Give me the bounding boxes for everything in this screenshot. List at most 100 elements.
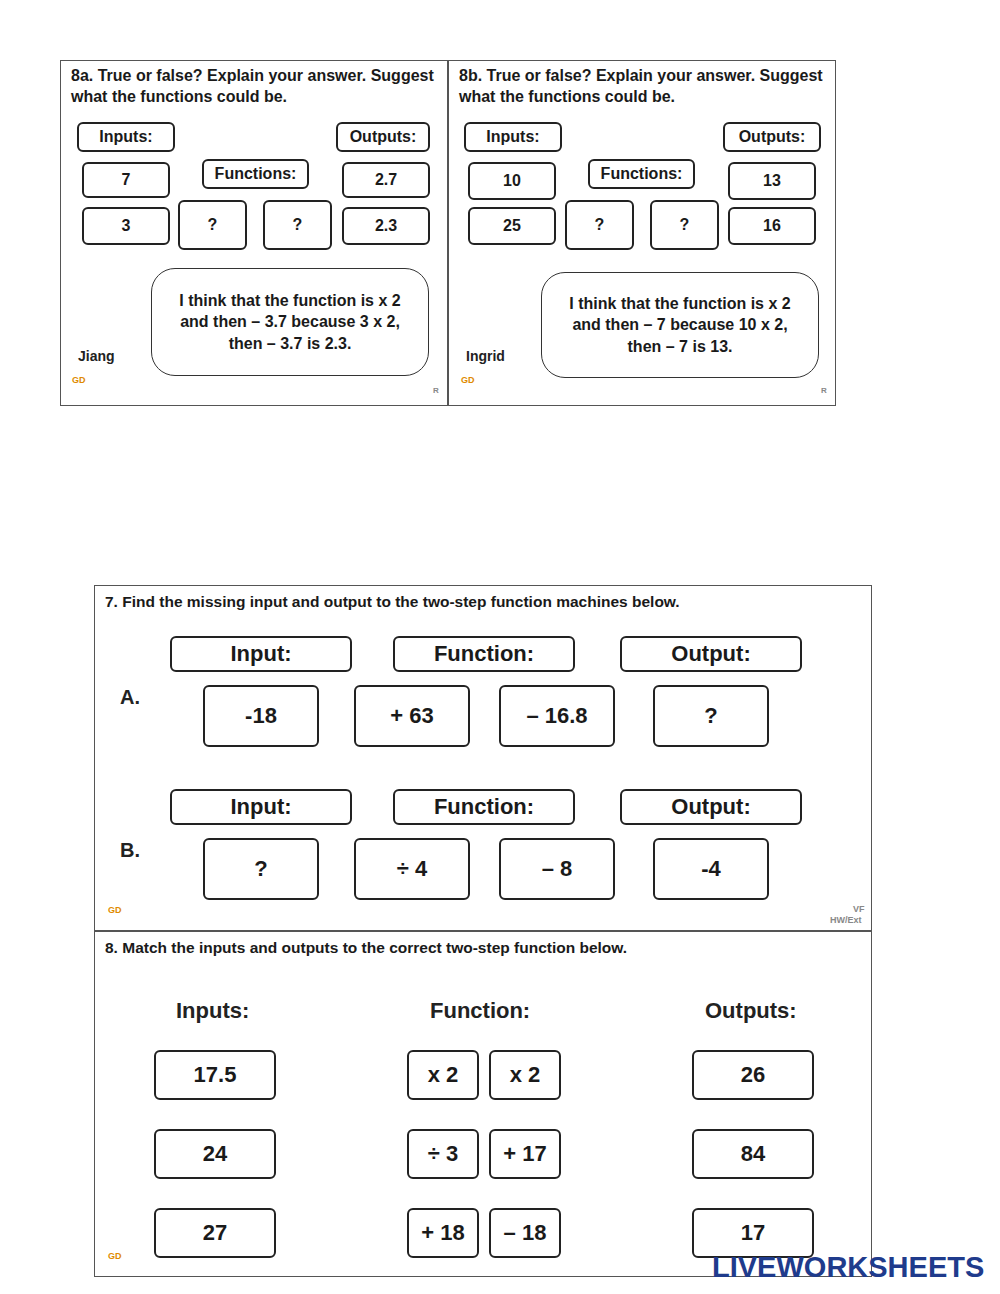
box-label: + 63 xyxy=(390,702,433,731)
value-box: 10 xyxy=(468,162,556,200)
value-box: ? xyxy=(565,200,634,250)
value-box: 13 xyxy=(728,162,816,200)
box-label: ? xyxy=(208,215,218,236)
page-mark: R xyxy=(821,386,827,395)
value-box: + 63 xyxy=(354,685,470,747)
question-card: 8a. True or false? Explain your answer. … xyxy=(60,60,448,406)
value-box: 2.7 xyxy=(342,162,430,198)
header-box: Output: xyxy=(620,789,802,825)
page-mark: HW/Ext xyxy=(830,915,862,925)
box-label: Function: xyxy=(434,793,534,822)
box-label: 17 xyxy=(741,1219,765,1248)
value-box: -4 xyxy=(653,838,769,900)
value-box: ÷ 3 xyxy=(407,1129,479,1179)
box-label: 13 xyxy=(763,171,781,192)
watermark: LIVEWORKSHEETS xyxy=(712,1251,984,1284)
box-label: – 18 xyxy=(504,1219,547,1248)
speech-bubble: I think that the function is x 2 and the… xyxy=(541,272,819,378)
value-box: 2.3 xyxy=(342,207,430,245)
box-label: 2.3 xyxy=(375,216,397,237)
box-label: Functions: xyxy=(215,164,297,185)
box-label: 3 xyxy=(122,216,131,237)
question-panel: 7. Find the missing input and output to … xyxy=(94,585,872,931)
value-box: x 2 xyxy=(407,1050,479,1100)
value-box: 27 xyxy=(154,1208,276,1258)
box-label: Function: xyxy=(434,640,534,669)
value-box: ? xyxy=(650,200,719,250)
value-box: x 2 xyxy=(489,1050,561,1100)
badge-text: GD xyxy=(72,375,86,385)
speech-text: I think that the function is x 2 and the… xyxy=(558,293,802,358)
question-heading: 8. Match the inputs and outputs to the c… xyxy=(105,938,861,958)
box-label: 10 xyxy=(503,171,521,192)
box-label: – 8 xyxy=(542,855,573,884)
box-label: 84 xyxy=(741,1140,765,1169)
value-box: ? xyxy=(653,685,769,747)
column-heading: Outputs: xyxy=(705,998,797,1024)
box-label: Input: xyxy=(230,640,291,669)
box-label: Outputs: xyxy=(739,127,806,148)
box-label: Output: xyxy=(671,793,750,822)
header-box: Input: xyxy=(170,789,352,825)
value-box: -18 xyxy=(203,685,319,747)
box-label: Input: xyxy=(230,793,291,822)
value-box: ? xyxy=(263,200,332,250)
value-box: 24 xyxy=(154,1129,276,1179)
character-name: Ingrid xyxy=(466,348,505,364)
page-mark: VF xyxy=(853,904,865,914)
box-label: 17.5 xyxy=(194,1061,237,1090)
badge-text: GD xyxy=(108,905,122,915)
box-label: 24 xyxy=(203,1140,227,1169)
value-box: + 18 xyxy=(407,1208,479,1258)
value-box: – 16.8 xyxy=(499,685,615,747)
box-label: 26 xyxy=(741,1061,765,1090)
box-label: + 18 xyxy=(421,1219,464,1248)
value-box: ? xyxy=(203,838,319,900)
header-box: Output: xyxy=(620,636,802,672)
header-box: Input: xyxy=(170,636,352,672)
box-label: – 16.8 xyxy=(526,702,587,731)
value-box: – 8 xyxy=(499,838,615,900)
box-label: ? xyxy=(595,215,605,236)
page-mark: R xyxy=(433,386,439,395)
header-box: Outputs: xyxy=(336,122,430,152)
box-label: Output: xyxy=(671,640,750,669)
box-label: Functions: xyxy=(601,164,683,185)
value-box: 25 xyxy=(468,207,556,245)
box-label: ? xyxy=(680,215,690,236)
header-box: Outputs: xyxy=(723,122,821,152)
character-name: Jiang xyxy=(78,348,115,364)
value-box: 17.5 xyxy=(154,1050,276,1100)
box-label: 7 xyxy=(122,170,131,191)
box-label: -4 xyxy=(701,855,721,884)
box-label: 25 xyxy=(503,216,521,237)
box-label: ? xyxy=(704,702,717,731)
row-label: A. xyxy=(120,686,140,709)
badge-text: GD xyxy=(108,1251,122,1261)
box-label: ? xyxy=(254,855,267,884)
value-box: 16 xyxy=(728,207,816,245)
row-label: B. xyxy=(120,839,140,862)
speech-text: I think that the function is x 2 and the… xyxy=(168,290,412,355)
question-card: 8b. True or false? Explain your answer. … xyxy=(448,60,836,406)
value-box: 17 xyxy=(692,1208,814,1258)
box-label: -18 xyxy=(245,702,277,731)
box-label: + 17 xyxy=(503,1140,546,1169)
value-box: – 18 xyxy=(489,1208,561,1258)
value-box: 84 xyxy=(692,1129,814,1179)
question-panel: 8. Match the inputs and outputs to the c… xyxy=(94,931,872,1277)
box-label: ÷ 3 xyxy=(428,1140,458,1169)
box-label: Outputs: xyxy=(350,127,417,148)
header-box: Functions: xyxy=(588,159,695,189)
value-box: ÷ 4 xyxy=(354,838,470,900)
header-box: Functions: xyxy=(202,159,309,189)
value-box: 7 xyxy=(82,162,170,198)
header-box: Inputs: xyxy=(464,122,562,152)
box-label: Inputs: xyxy=(486,127,539,148)
column-heading: Function: xyxy=(430,998,530,1024)
badge-text: GD xyxy=(461,375,475,385)
question-heading: 8b. True or false? Explain your answer. … xyxy=(459,66,825,108)
value-box: ? xyxy=(178,200,247,250)
question-heading: 8a. True or false? Explain your answer. … xyxy=(71,66,437,108)
value-box: + 17 xyxy=(489,1129,561,1179)
